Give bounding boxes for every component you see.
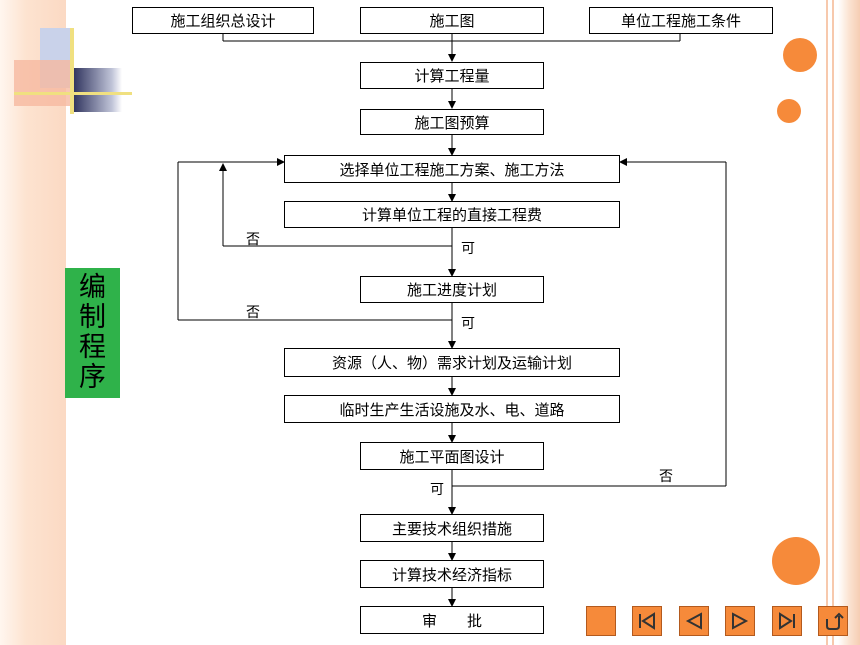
label-no: 否: [246, 232, 260, 248]
box-general-design: 施工组织总设计: [132, 7, 314, 34]
box-approval: 审 批: [360, 606, 544, 634]
decor-circle: [772, 537, 820, 585]
box-schedule: 施工进度计划: [360, 276, 544, 303]
box-calc-quantity: 计算工程量: [360, 62, 544, 89]
right-decor-stripe: [838, 0, 860, 645]
decor-circle: [783, 38, 817, 72]
next-page-button[interactable]: [725, 606, 755, 636]
label-yes: 可: [461, 316, 475, 332]
last-page-icon: [779, 612, 795, 630]
right-decor-line: [832, 0, 834, 645]
decor-square: [14, 60, 70, 106]
box-budget: 施工图预算: [360, 109, 544, 135]
decor-line: [70, 28, 74, 114]
label-no: 否: [659, 469, 673, 485]
last-page-button[interactable]: [772, 606, 802, 636]
box-temp-facilities: 临时生产生活设施及水、电、道路: [284, 395, 620, 423]
box-resource-plan: 资源（人、物）需求计划及运输计划: [284, 348, 620, 377]
decor-square: [72, 68, 122, 112]
prev-page-button[interactable]: [679, 606, 709, 636]
prev-page-icon: [685, 612, 702, 630]
box-site-plan: 施工平面图设计: [360, 442, 544, 470]
side-tag-procedure: 编 制 程 序: [65, 268, 120, 398]
label-yes: 可: [461, 241, 475, 257]
side-tag-char: 程: [79, 332, 106, 363]
next-page-icon: [732, 612, 749, 630]
box-direct-cost: 计算单位工程的直接工程费: [284, 201, 620, 228]
right-decor-line: [826, 0, 828, 645]
decor-line: [14, 92, 132, 95]
first-page-button[interactable]: [632, 606, 662, 636]
label-yes: 可: [430, 482, 444, 498]
return-button[interactable]: [818, 606, 848, 636]
box-unit-conditions: 单位工程施工条件: [589, 7, 773, 34]
return-icon: [826, 612, 844, 630]
side-tag-char: 编: [79, 272, 106, 303]
label-no: 否: [246, 305, 260, 321]
left-decor-stripe: [0, 0, 66, 645]
decor-circle: [777, 99, 801, 123]
first-page-icon: [639, 612, 655, 630]
box-tech-measures: 主要技术组织措施: [360, 514, 544, 542]
box-econ-indicators: 计算技术经济指标: [360, 560, 544, 588]
side-tag-char: 序: [79, 362, 106, 393]
box-construction-drawing: 施工图: [360, 7, 544, 34]
box-select-scheme: 选择单位工程施工方案、施工方法: [284, 155, 620, 183]
blank-button[interactable]: [586, 606, 616, 636]
side-tag-char: 制: [79, 302, 106, 333]
